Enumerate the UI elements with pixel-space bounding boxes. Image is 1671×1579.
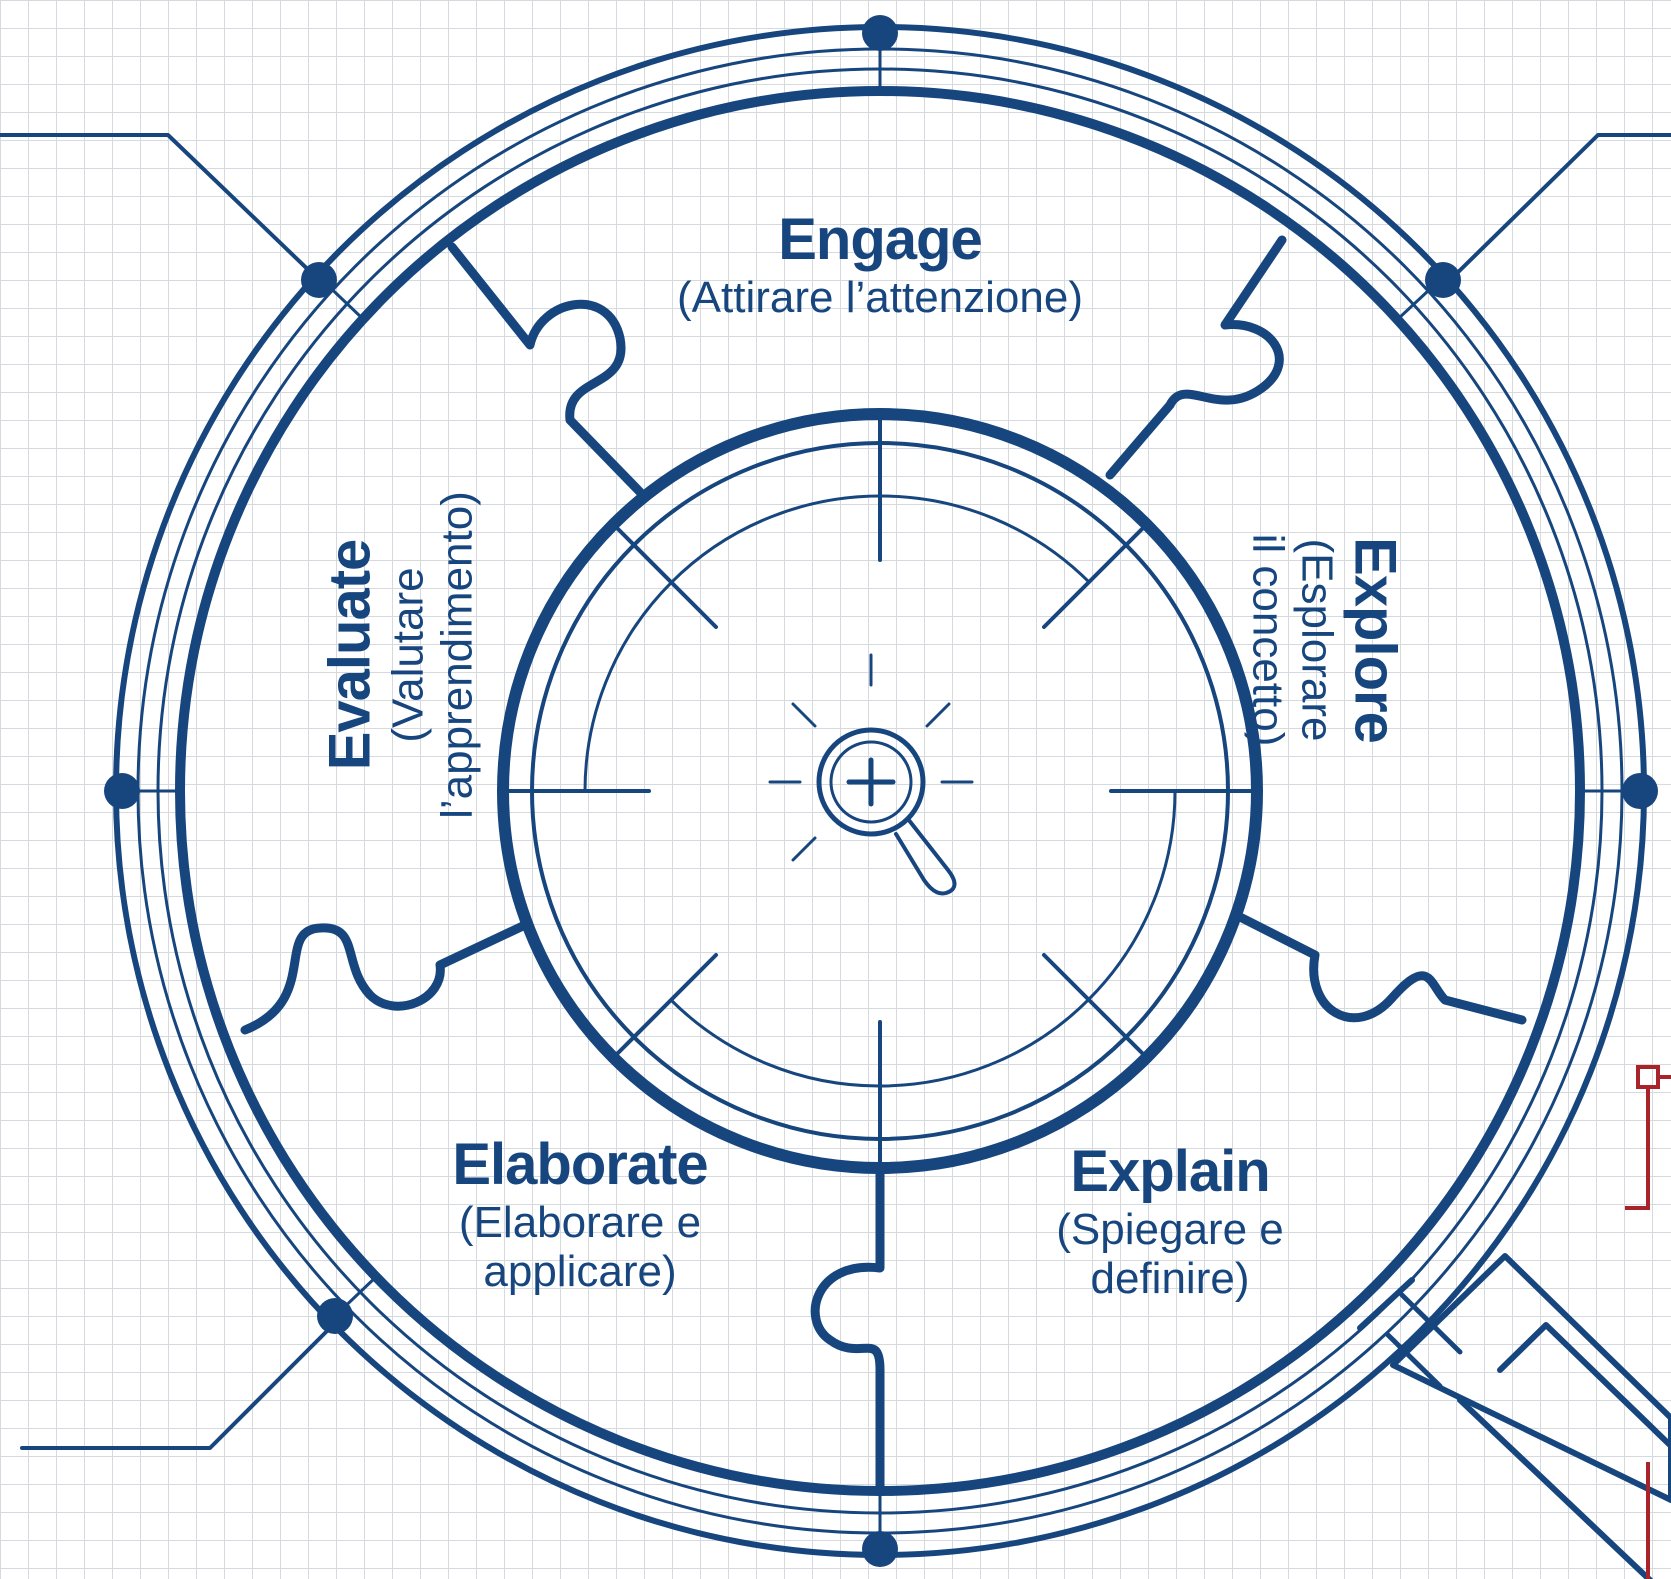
ring-dot-left — [104, 773, 140, 809]
segment-engage-title: Engage — [778, 207, 982, 272]
segment-explain-subtitle-line-2: definire) — [1090, 1254, 1250, 1304]
divider-engage-explore — [1105, 235, 1287, 480]
ring-dot-right — [1622, 773, 1658, 809]
divider-explore-explain — [1237, 913, 1527, 1025]
ring-dot-top-right — [1425, 262, 1461, 298]
magnifier-plus-icon — [768, 653, 974, 896]
ring-dot-bottom-left — [317, 1298, 353, 1334]
segment-evaluate: Evaluate (Valutare l’apprendimento) — [317, 491, 482, 819]
ring-dot-top-left — [301, 262, 337, 298]
segment-explain-subtitle-line-1: (Spiegare e — [1056, 1204, 1284, 1254]
segment-explain-title: Explain — [1070, 1139, 1270, 1204]
callout-line-top-left — [0, 133, 324, 285]
red-bracket-line-upper — [1625, 1087, 1650, 1210]
segment-explore-title: Explore — [1342, 537, 1408, 743]
callout-lines — [0, 133, 1671, 1450]
segment-evaluate-subtitle-line-1: (Valutare — [383, 567, 433, 743]
red-handle-square — [1636, 1065, 1660, 1089]
segment-elaborate-subtitle-line-1: (Elaborare e — [458, 1197, 702, 1247]
divider-engage-evaluate — [447, 242, 645, 497]
segment-elaborate-title: Elaborate — [452, 1132, 708, 1197]
segment-engage: Engage (Attirare l’attenzione) — [677, 207, 1083, 322]
magnifier-handle — [1357, 1253, 1671, 1579]
ring-dots — [104, 15, 1658, 1567]
inner-arc-upper-right — [878, 494, 1091, 584]
callout-line-bottom-left — [20, 1318, 340, 1450]
red-bracket — [1625, 1065, 1671, 1579]
segment-elaborate-subtitle-line-2: applicare) — [483, 1247, 677, 1297]
segment-explore: Explore (Esplorare il concetto) — [1243, 533, 1408, 747]
segment-explore-subtitle-line-1: (Esplorare — [1292, 538, 1342, 742]
callout-line-top-right — [1445, 133, 1671, 285]
ring-dot-top — [862, 15, 898, 51]
segment-engage-subtitle: (Attirare l’attenzione) — [677, 272, 1083, 322]
crosshair — [506, 417, 1254, 1165]
segment-evaluate-title: Evaluate — [317, 539, 383, 771]
puzzle-dividers — [240, 235, 1527, 1495]
segment-evaluate-subtitle-line-2: l’apprendimento) — [432, 491, 482, 819]
segment-elaborate: Elaborate (Elaborare e applicare) — [452, 1132, 708, 1297]
segment-explain: Explain (Spiegare e definire) — [1056, 1139, 1284, 1304]
light-rays — [768, 653, 974, 862]
ring-dot-bottom — [862, 1531, 898, 1567]
divider-elaborate-evaluate — [240, 920, 530, 1035]
segment-explore-subtitle-line-2: il concetto) — [1243, 533, 1293, 747]
inner-arc-lower-left — [669, 998, 882, 1088]
divider-explain-elaborate — [810, 1163, 885, 1495]
inner-ring-main — [497, 408, 1263, 1174]
